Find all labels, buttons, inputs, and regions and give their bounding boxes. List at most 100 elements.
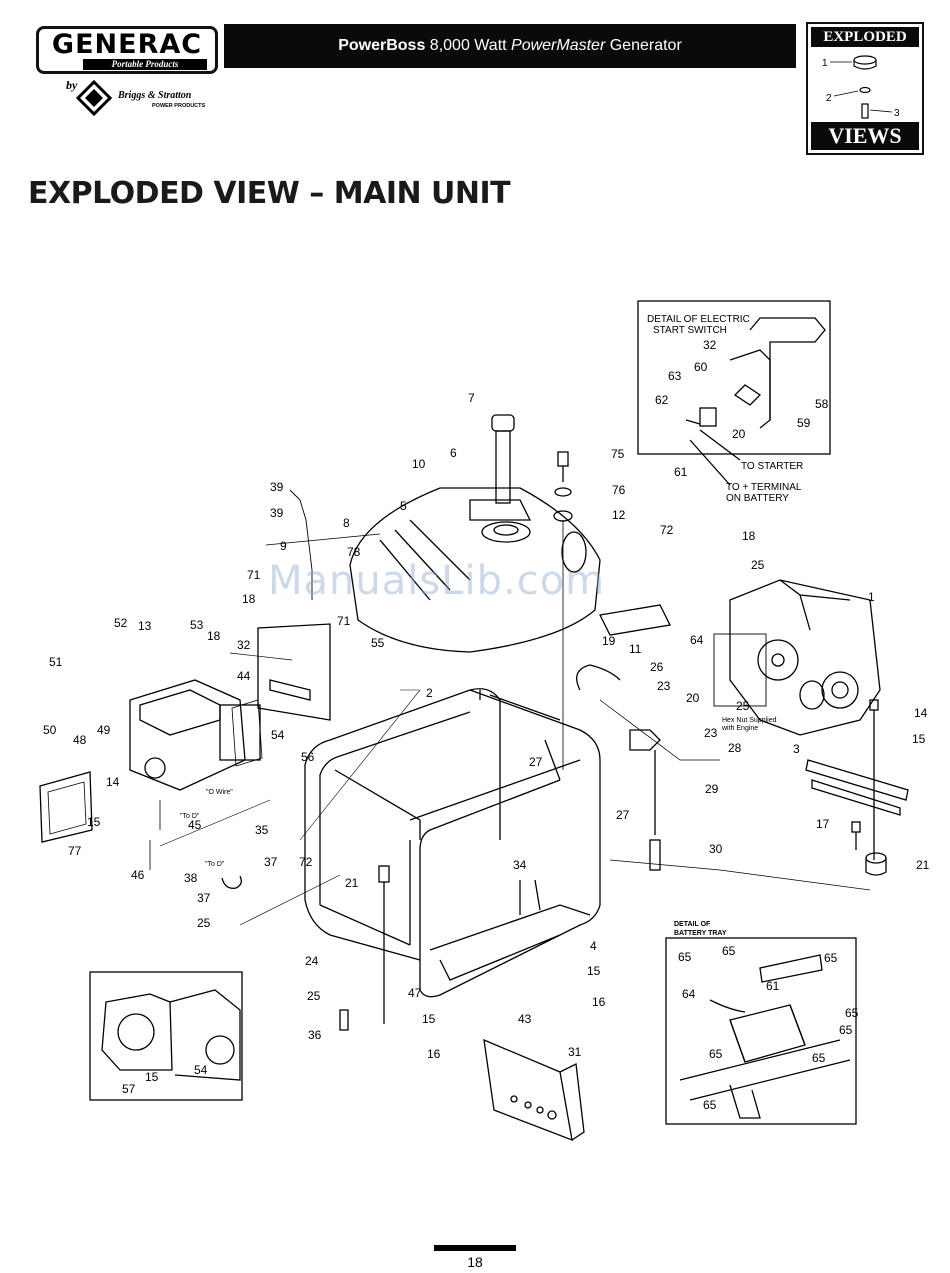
part-callout: 24 (305, 954, 319, 968)
logo-tagline: Portable Products (83, 59, 207, 70)
part-callout: 55 (371, 636, 385, 650)
badge-top: EXPLODED (811, 27, 919, 47)
note-hex-nut-2: with Engine (721, 725, 758, 732)
part-callout: 38 (184, 871, 198, 885)
part-callout: 72 (299, 855, 313, 869)
part-callout: 9 (280, 539, 287, 553)
part-callout: 5 (400, 499, 407, 513)
part-callout: 15 (912, 732, 926, 746)
note-to-d-2: "To D" (205, 861, 225, 868)
switch-callout: 59 (797, 416, 811, 430)
note-to-starter: TO STARTER (741, 461, 803, 472)
part-callout: 11 (629, 642, 642, 656)
part-callout: 10 (412, 457, 426, 471)
frame (304, 688, 601, 998)
briggs-stratton-logo-icon (76, 80, 112, 116)
switch-callout: 32 (703, 338, 717, 352)
part-callout: 18 (207, 629, 221, 643)
part-callout: 25 (307, 989, 321, 1003)
part-callout: 25 (736, 699, 750, 713)
battery-callout: 65 (839, 1023, 853, 1037)
inset-motor-mount (89, 971, 243, 1101)
logo-brand: GENERAC (51, 29, 203, 60)
part-callout: 21 (916, 858, 930, 872)
part-callout: 35 (255, 823, 269, 837)
part-callout: 3 (793, 742, 800, 756)
part-callout: 1 (868, 590, 875, 604)
part-callout: 27 (529, 755, 543, 769)
part-callout: 78 (347, 545, 361, 559)
note-to-d-1: "To D" (180, 813, 200, 820)
fuel-tank (349, 487, 601, 653)
battery-callout: 61 (766, 979, 780, 993)
part-callout: 50 (43, 723, 57, 737)
part-callout: 54 (271, 728, 285, 742)
note-to-terminal-1: TO + TERMINAL (726, 482, 802, 493)
part-callout: 51 (49, 655, 63, 669)
part-callout: 26 (650, 660, 664, 674)
part-callout: 19 (602, 634, 616, 648)
badge-illustration-icon: 1 2 3 (822, 55, 900, 119)
inset-battery-tray (665, 937, 857, 1125)
note-to-terminal-2: ON BATTERY (726, 493, 789, 504)
part-callout: 8 (343, 516, 350, 530)
part-callout: 18 (742, 529, 756, 543)
mount-callout: 57 (122, 1082, 136, 1096)
note-o-wire: "O Wire" (206, 789, 233, 796)
part-callout: 34 (513, 858, 527, 872)
badge-callout-2: 2 (826, 93, 832, 104)
part-callout: 25 (197, 916, 211, 930)
part-callout: 20 (686, 691, 700, 705)
watermark: ManualsLib.com (268, 558, 606, 604)
part-callout: 46 (131, 868, 145, 882)
part-callout: 23 (657, 679, 671, 693)
battery-callout: 65 (824, 951, 838, 965)
partner-name: Briggs & Stratton (118, 90, 192, 101)
part-callout: 29 (705, 782, 719, 796)
part-callout: 64 (690, 633, 704, 647)
switch-callout: 63 (668, 369, 682, 383)
battery-callout: 65 (703, 1098, 717, 1112)
switch-callout: 20 (732, 427, 746, 441)
switch-callout: 58 (815, 397, 829, 411)
part-callout: 12 (612, 508, 626, 522)
badge-callout-3: 3 (894, 108, 900, 119)
exploded-views-badge: EXPLODED 1 2 3 VIEWS (806, 22, 924, 155)
part-callout: 15 (422, 1012, 436, 1026)
battery-callout: 65 (722, 944, 736, 958)
part-callout: 32 (237, 638, 251, 652)
part-callout: 13 (138, 619, 152, 633)
part-callout: 4 (590, 939, 597, 953)
page-number: 18 (467, 1254, 483, 1270)
battery-title-2: BATTERY TRAY (674, 930, 727, 937)
part-callout: 36 (308, 1028, 322, 1042)
part-callout: 15 (87, 815, 101, 829)
note-hex-nut-1: Hex Nut Supplied (722, 717, 777, 724)
partner-sub: POWER PRODUCTS (152, 103, 206, 109)
part-callout: 21 (345, 876, 359, 890)
badge-callout-1: 1 (822, 58, 828, 69)
engine (729, 579, 881, 736)
part-callout: 43 (518, 1012, 532, 1026)
page-rule (434, 1245, 516, 1251)
part-callout: 37 (197, 891, 211, 905)
control-panel (483, 1038, 573, 1142)
header-product: Generator (609, 37, 682, 54)
part-callout: 72 (660, 523, 674, 537)
part-callout: 2 (426, 686, 433, 700)
part-callout: 23 (704, 726, 718, 740)
part-callout: 49 (97, 723, 111, 737)
part-callout: 18 (242, 592, 256, 606)
part-callout: 17 (816, 817, 830, 831)
part-callout: 25 (751, 558, 765, 572)
part-callout: 76 (612, 483, 626, 497)
part-callout: 53 (190, 618, 204, 632)
part-callout: 31 (568, 1045, 582, 1059)
battery-callout: 65 (812, 1051, 826, 1065)
part-callout: 15 (587, 964, 601, 978)
battery-callout: 65 (678, 950, 692, 964)
generac-logo: GENERAC Portable Products (36, 26, 218, 74)
part-callout: 14 (914, 706, 928, 720)
header-model: PowerMaster (511, 37, 606, 54)
